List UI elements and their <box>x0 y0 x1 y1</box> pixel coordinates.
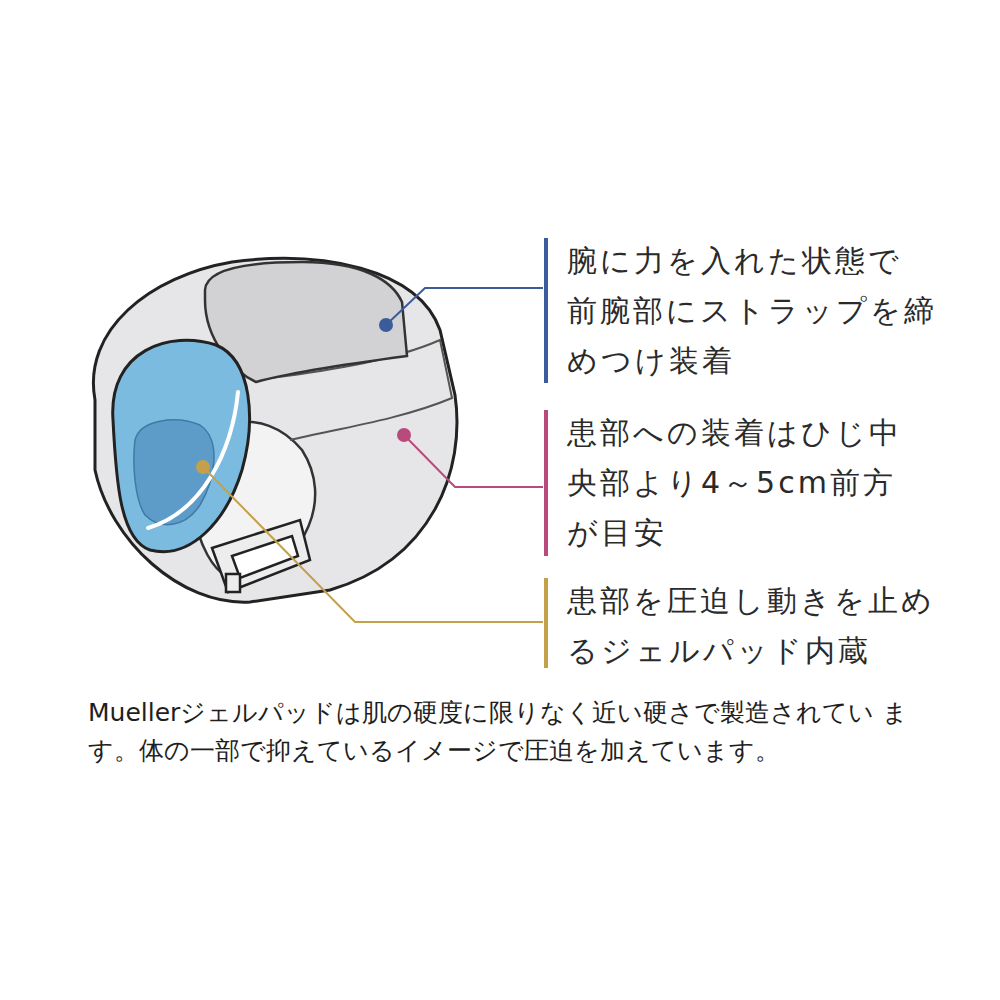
buckle <box>212 520 310 592</box>
callout-bar <box>544 578 548 668</box>
leader-dot <box>196 460 210 474</box>
leader-dot <box>379 318 393 332</box>
callout-text: 患部への装着はひじ中 央部より4～5cm前方 が目安 <box>567 408 939 558</box>
gel-pad-inner <box>134 420 214 525</box>
caption-text: Muellerジェルパッドは肌の硬度に限りなく近い硬さで製造されてい ます。体の… <box>88 694 928 770</box>
leader-line <box>203 467 543 622</box>
gel-pad <box>113 340 250 551</box>
gel-highlight <box>148 392 238 528</box>
callout-bar <box>544 410 548 556</box>
callout-text: 腕に力を入れた状態で 前腕部にストラップを締 めつけ装着 <box>567 236 939 386</box>
leader-line <box>404 435 543 487</box>
leader-dot <box>397 428 411 442</box>
callout-text: 患部を圧迫し動きを止め るジェルパッド内蔵 <box>567 576 939 676</box>
callout-bar <box>544 238 548 383</box>
leader-line <box>386 288 543 325</box>
